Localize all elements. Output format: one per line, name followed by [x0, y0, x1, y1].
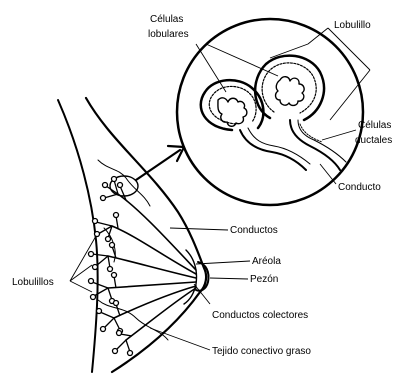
leader-pezon	[210, 278, 248, 279]
labels: Células lobulares Lobulillo Células duct…	[12, 14, 392, 357]
label-celulas-ductales-1: Células	[358, 120, 391, 131]
leader-conductos	[170, 228, 228, 230]
leader-lobulillos-2	[70, 265, 92, 281]
leader-conductos-colectores	[194, 284, 210, 304]
leader-conducto	[320, 164, 336, 184]
collecting-ducts	[108, 194, 196, 340]
breast-section	[58, 98, 209, 372]
label-conducto: Conducto	[338, 182, 381, 193]
leader-lobulillos-1	[70, 236, 96, 281]
left-duct-inner	[248, 128, 310, 164]
magnification-arrow	[136, 146, 184, 180]
label-lobulillo: Lobulillo	[334, 20, 371, 31]
leader-celulas-lobulares-2	[206, 44, 278, 76]
leader-tejido-conectivo	[150, 328, 210, 350]
left-lobule-lumen	[218, 98, 247, 126]
leader-celulas-ductales	[322, 130, 356, 140]
inset-circle	[177, 19, 363, 205]
label-conductos: Conductos	[230, 225, 278, 236]
chest-wall	[58, 100, 98, 372]
leader-areola	[196, 261, 250, 264]
label-lobulillos: Lobulillos	[12, 277, 54, 288]
label-celulas-lobulares-1: Células	[150, 14, 183, 25]
lobule-cluster-6	[113, 331, 133, 356]
lobule-cluster-5	[97, 301, 123, 334]
label-celulas-lobulares-2: lobulares	[148, 29, 189, 40]
right-lobule-inner	[262, 63, 316, 113]
right-duct-inner	[298, 120, 346, 162]
duct-4	[108, 282, 196, 288]
label-conductos-colectores: Conductos colectores	[212, 310, 308, 321]
label-celulas-ductales-2: ductales	[355, 135, 392, 146]
left-lobule-inner	[209, 86, 256, 124]
magnified-inset	[177, 19, 363, 205]
right-lobule-outline	[255, 56, 324, 120]
right-lobule-lumen	[276, 77, 305, 106]
label-pezon: Pezón	[250, 274, 278, 285]
label-tejido-conectivo-graso: Tejido conectivo graso	[212, 346, 311, 357]
label-areola: Aréola	[252, 256, 281, 267]
duct-1	[118, 194, 196, 270]
